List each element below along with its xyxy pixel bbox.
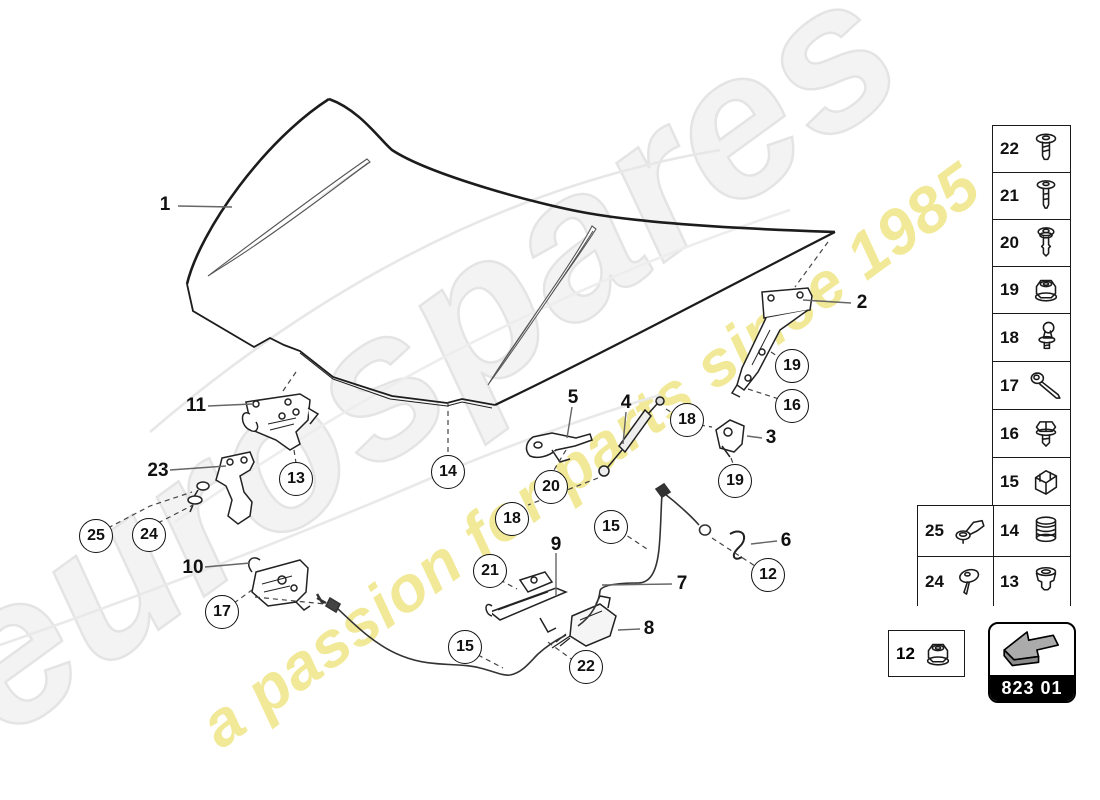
- legend-number: 18: [1000, 327, 1019, 347]
- legend-number: 12: [896, 643, 915, 663]
- callout-circle-25: 25: [79, 519, 113, 553]
- callout-circle-12: 12: [751, 558, 785, 592]
- part-2-hinge: [730, 287, 813, 398]
- legend-number: 15: [1000, 471, 1019, 491]
- legend-cell-15: 15: [993, 458, 1070, 506]
- ball-stud-icon: [1022, 319, 1070, 357]
- part-23-bracket: [187, 451, 255, 525]
- back-arrow-icon: [990, 624, 1074, 675]
- callout-circle-15: 15: [594, 510, 628, 544]
- legend-number: 21: [1000, 186, 1019, 205]
- part-8-actuator: [551, 595, 617, 649]
- part-label-5: 5: [567, 387, 579, 408]
- legend-nut-box: 12: [888, 630, 965, 677]
- part-label-8: 8: [643, 618, 655, 639]
- legend-cell-22: 22: [993, 126, 1070, 173]
- part-11-latch: [241, 393, 320, 451]
- bonnet-trim-strips: [207, 158, 597, 386]
- legend-number: 16: [1000, 423, 1019, 443]
- legend-cell-14: 14: [993, 506, 1070, 557]
- legend-cell-13: 13: [993, 557, 1070, 607]
- callout-circle-24: 24: [132, 518, 166, 552]
- push-rivet-icon: [947, 563, 993, 601]
- callout-circle-13: 13: [279, 462, 313, 496]
- legend-cell-16: 16: [993, 410, 1070, 458]
- grommet-icon: [1022, 563, 1070, 601]
- callout-circle-21: 21: [473, 554, 507, 588]
- callout-circle-17: 17: [205, 595, 239, 629]
- flange-bolt-icon: [1022, 415, 1070, 453]
- pin-bolt-icon: [1022, 367, 1070, 405]
- part-group-code: 823 01: [990, 675, 1074, 701]
- callout-circle-20: 20: [534, 470, 568, 504]
- part-label-9: 9: [550, 534, 562, 555]
- callout-circle-19: 19: [775, 349, 809, 383]
- part-label-10: 10: [182, 557, 204, 578]
- part-label-3: 3: [765, 427, 777, 448]
- legend-number: 17: [1000, 375, 1019, 395]
- part-10-latch: [248, 557, 311, 611]
- car-body-faint-lines: [0, 148, 791, 647]
- part-label-6: 6: [780, 530, 792, 551]
- callout-circle-14: 14: [431, 455, 465, 489]
- screw-long-icon: [1022, 177, 1070, 215]
- flange-nut-icon: [1022, 271, 1070, 309]
- legend-number: 24: [925, 572, 944, 591]
- callout-circle-15: 15: [448, 630, 482, 664]
- part-label-11: 11: [185, 395, 207, 416]
- part-3-striker: [715, 419, 745, 458]
- legend-cell-17: 17: [993, 362, 1070, 410]
- callout-circle-18: 18: [670, 403, 704, 437]
- part-9-lock: [485, 571, 568, 633]
- legend-main-column: 22 21 20 19 18 17 16 15 14 13: [992, 125, 1071, 607]
- callout-circle-16: 16: [775, 389, 809, 423]
- legend-side-column: 25 24: [917, 505, 994, 607]
- callout-circle-22: 22: [569, 650, 603, 684]
- flange-nut-icon: [926, 643, 950, 666]
- legend-number: 13: [1000, 572, 1019, 591]
- legend-number: 22: [1000, 139, 1019, 158]
- part-5-stop-bracket: [525, 432, 593, 463]
- legend-cell-18: 18: [993, 314, 1070, 362]
- part-4-gas-strut: [598, 396, 665, 477]
- legend-cell-25: 25: [918, 506, 993, 557]
- part-group-badge: 823 01: [988, 622, 1076, 703]
- part-label-23: 23: [147, 460, 169, 481]
- part-7-release-cable: [315, 482, 712, 676]
- wing-clip-icon: [947, 512, 993, 550]
- screw-washer-icon: [1022, 130, 1070, 168]
- legend-cell-20: 20: [993, 220, 1070, 267]
- legend-number: 20: [1000, 233, 1019, 252]
- legend-number: 19: [1000, 280, 1019, 299]
- part-label-2: 2: [856, 292, 868, 313]
- callout-circle-18: 18: [495, 502, 529, 536]
- legend-cell-24: 24: [918, 557, 993, 607]
- part-label-7: 7: [676, 573, 688, 594]
- part-label-1: 1: [159, 194, 171, 215]
- legend-cell-21: 21: [993, 173, 1070, 220]
- legend-number: 14: [1000, 521, 1019, 540]
- legend-cell-19: 19: [993, 267, 1070, 314]
- leader-lines: [169, 205, 852, 631]
- bonnet-outline: [185, 97, 836, 409]
- callout-circle-19: 19: [718, 464, 752, 498]
- part-6-hook: [729, 530, 746, 560]
- retainer-clip-icon: [1022, 463, 1070, 501]
- legend-number: 25: [925, 521, 944, 540]
- rubber-buffer-icon: [1022, 512, 1070, 550]
- screw-stepped-icon: [1022, 224, 1070, 262]
- part-label-4: 4: [620, 392, 632, 413]
